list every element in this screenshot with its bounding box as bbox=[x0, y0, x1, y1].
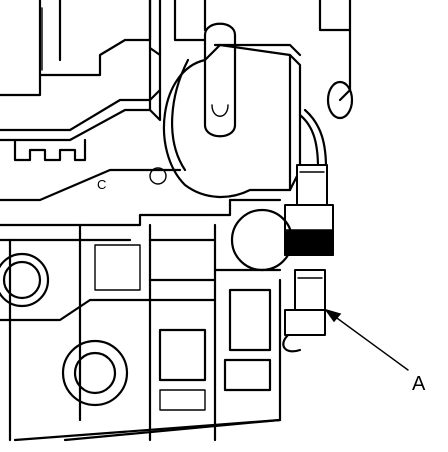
callout-a: A bbox=[324, 308, 426, 395]
round-cover bbox=[149, 22, 302, 199]
round-openings bbox=[0, 208, 294, 407]
bracket-tabs bbox=[13, 138, 87, 162]
part-mark-c: C bbox=[97, 177, 106, 192]
upper-housing bbox=[0, 0, 352, 142]
leader-line bbox=[329, 312, 409, 371]
right-boss bbox=[326, 80, 354, 120]
lower-body bbox=[0, 168, 282, 442]
leader-arrowhead bbox=[324, 308, 342, 323]
wire-harness bbox=[282, 108, 334, 353]
callout-label-a: A bbox=[412, 373, 426, 395]
bolt-hole-small bbox=[149, 167, 167, 185]
